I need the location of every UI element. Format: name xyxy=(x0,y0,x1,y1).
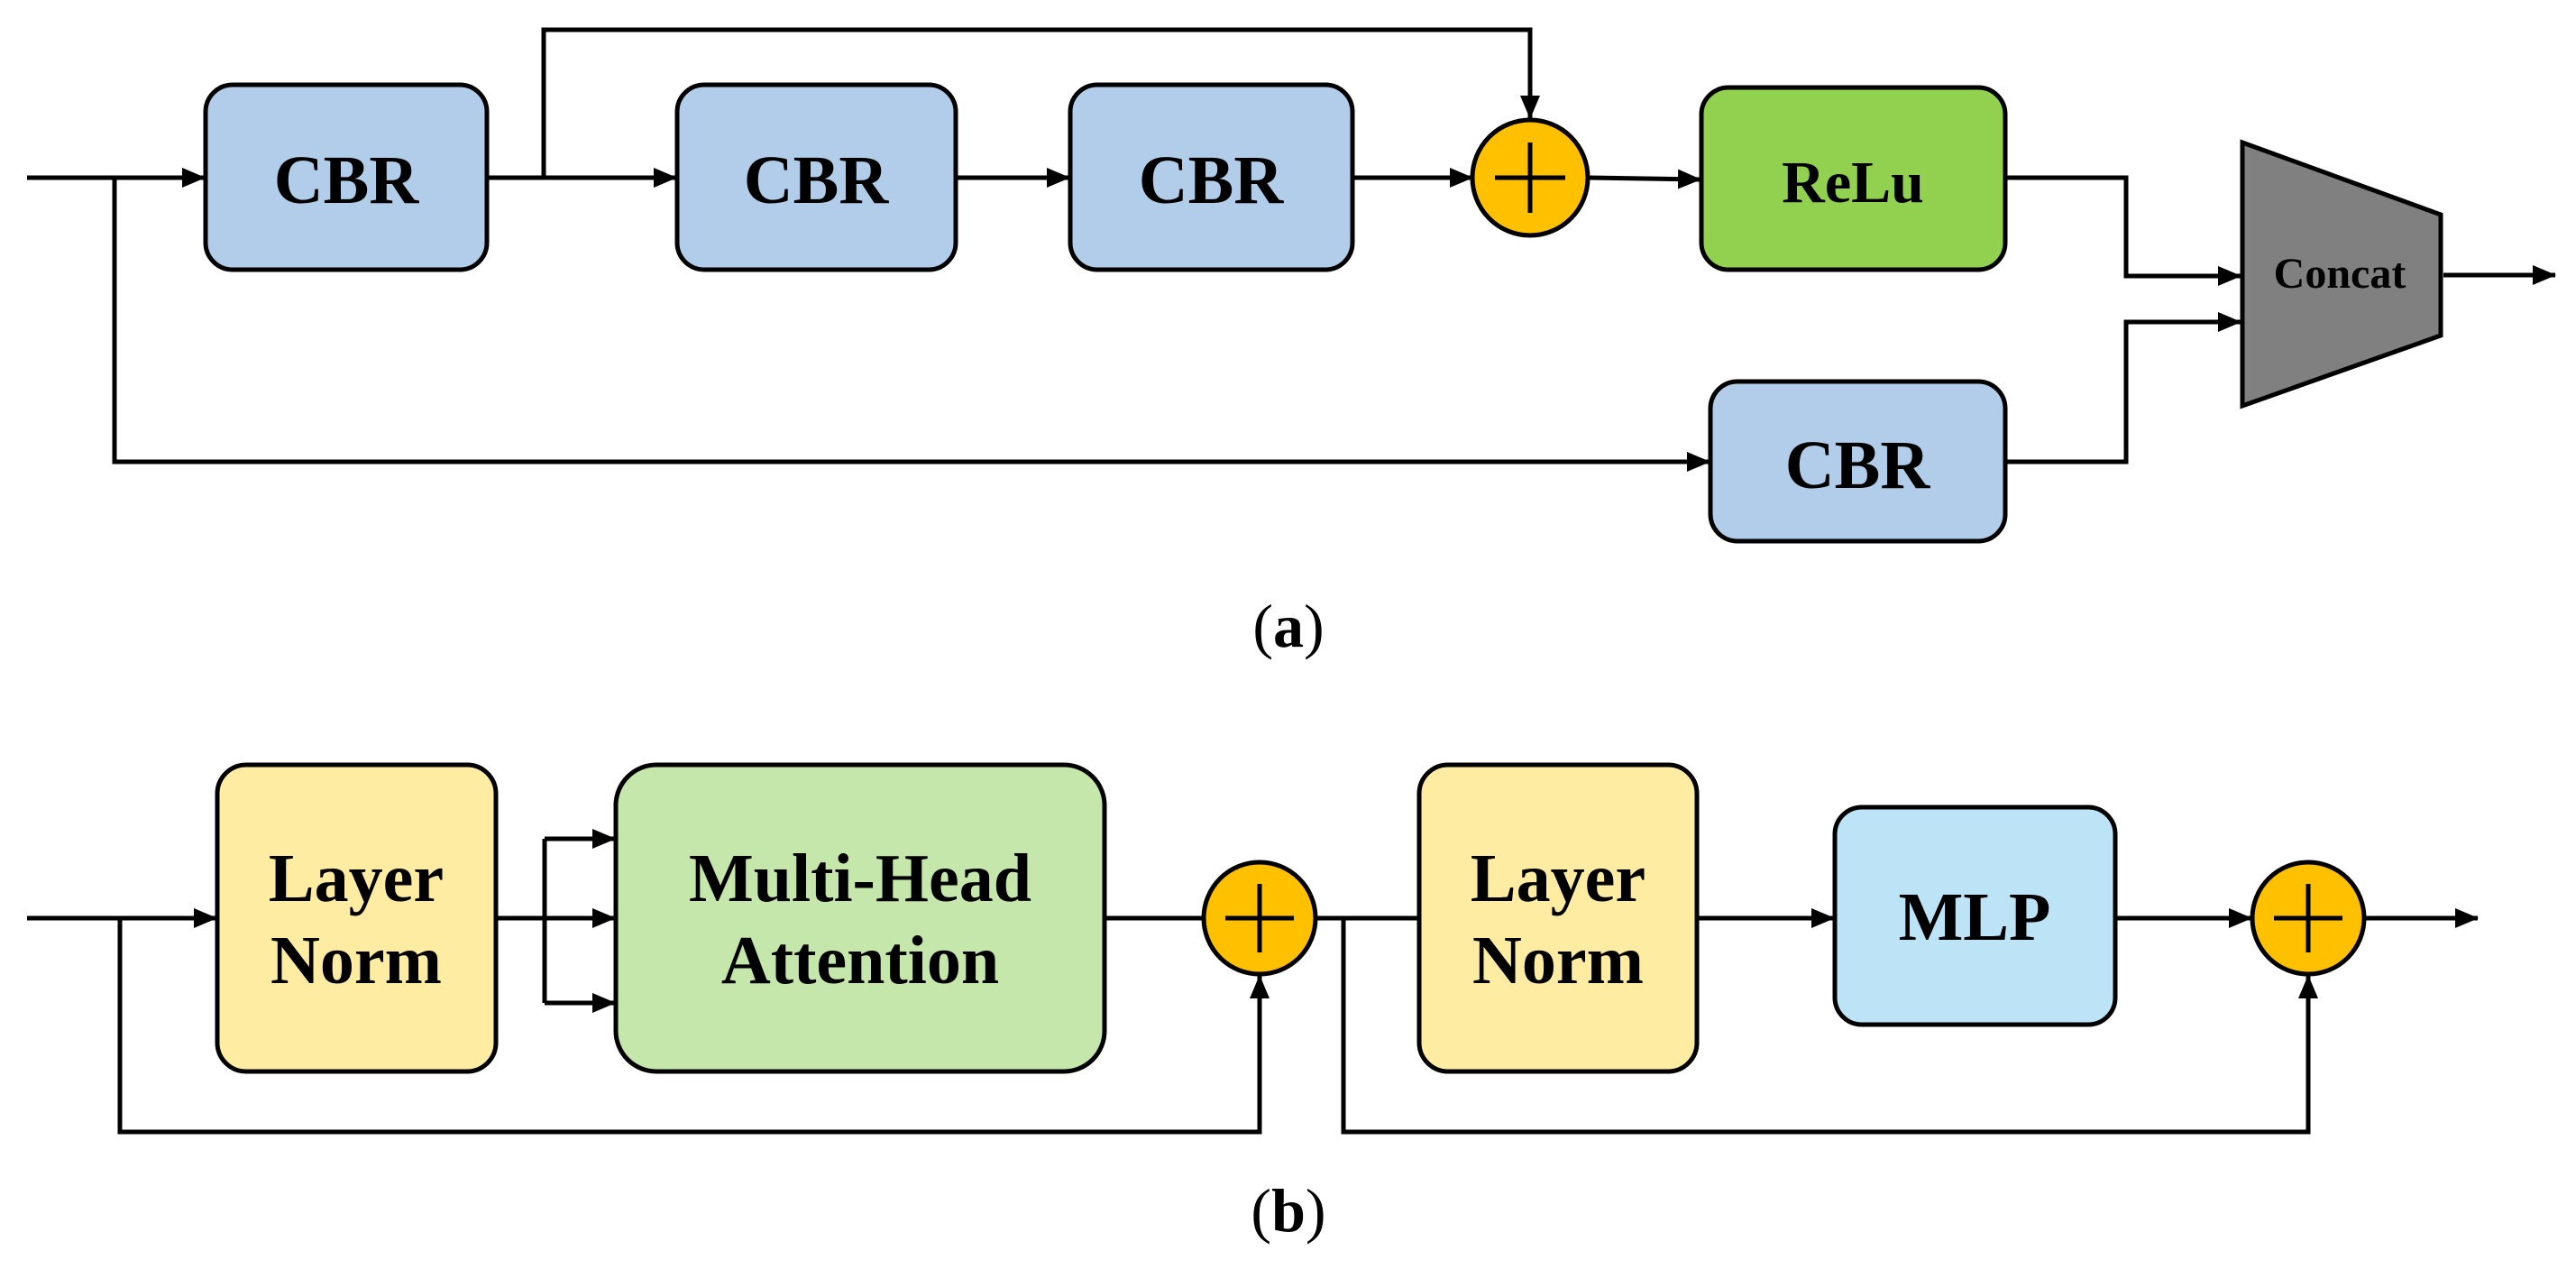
cbr-block-2-box xyxy=(674,82,958,272)
layer-norm-block-2-box xyxy=(1416,762,1700,1074)
caption-b-letter: b xyxy=(1271,1176,1306,1245)
attention-block: Multi-Head Attention xyxy=(613,762,1107,1074)
relu-block-box xyxy=(1699,85,2008,272)
cbr-block-bottom-box xyxy=(1708,379,2008,544)
relu-block: ReLu xyxy=(1699,85,2008,272)
cbr-block-2-label: CBR xyxy=(744,143,890,218)
layer-norm-block-1-box xyxy=(215,762,499,1074)
add-node-a xyxy=(1470,117,1591,238)
layer-norm-block-2-line2: Norm xyxy=(1472,923,1644,998)
cbr-block-bottom-label: CBR xyxy=(1785,428,1931,503)
caption-a-open: ( xyxy=(1252,592,1273,660)
caption-a: (a) xyxy=(1252,592,1324,660)
cbr-block-1: CBR xyxy=(203,82,490,272)
layer-norm-block-1-line1: Layer xyxy=(269,841,444,916)
layer-norm-block-1: Layer Norm xyxy=(215,762,499,1074)
caption-a-close: ) xyxy=(1304,592,1325,660)
mlp-block-label: MLP xyxy=(1899,879,2051,955)
caption-b-open: ( xyxy=(1251,1176,1271,1245)
cbr-block-3-label: CBR xyxy=(1139,143,1285,218)
relu-block-label: ReLu xyxy=(1782,150,1924,216)
attention-block-line1: Multi-Head xyxy=(689,841,1031,916)
cbr-block-bottom: CBR xyxy=(1708,379,2008,544)
concat-block-shape xyxy=(2240,139,2443,409)
cbr-block-2: CBR xyxy=(674,82,958,272)
cbr-block-1-box xyxy=(203,82,490,272)
caption-a-letter: a xyxy=(1273,592,1304,660)
attention-block-box xyxy=(613,762,1107,1074)
panel-b-connectors xyxy=(27,829,2479,1135)
concat-block: Concat xyxy=(2240,139,2443,409)
panel-b: Layer Norm Multi-Head Attention Layer No… xyxy=(27,762,2479,1245)
concat-block-label: Concat xyxy=(2274,250,2406,298)
attention-block-line2: Attention xyxy=(721,923,999,998)
mlp-block: MLP xyxy=(1832,805,2118,1027)
caption-b-close: ) xyxy=(1306,1176,1326,1245)
layer-norm-block-2-line1: Layer xyxy=(1471,841,1646,916)
panel-a-connectors xyxy=(27,27,2556,472)
cbr-block-3-box xyxy=(1068,82,1355,272)
add-node-b2 xyxy=(2250,860,2367,977)
cbr-block-1-label: CBR xyxy=(274,143,420,218)
cbr-block-3: CBR xyxy=(1068,82,1355,272)
panel-a: CBR CBR CBR ReLu CBR Concat (a) xyxy=(27,27,2556,660)
caption-b: (b) xyxy=(1251,1176,1325,1245)
add-node-b1 xyxy=(1201,860,1318,977)
layer-norm-block-2: Layer Norm xyxy=(1416,762,1700,1074)
layer-norm-block-1-line2: Norm xyxy=(270,923,442,998)
mlp-block-box xyxy=(1832,805,2118,1027)
